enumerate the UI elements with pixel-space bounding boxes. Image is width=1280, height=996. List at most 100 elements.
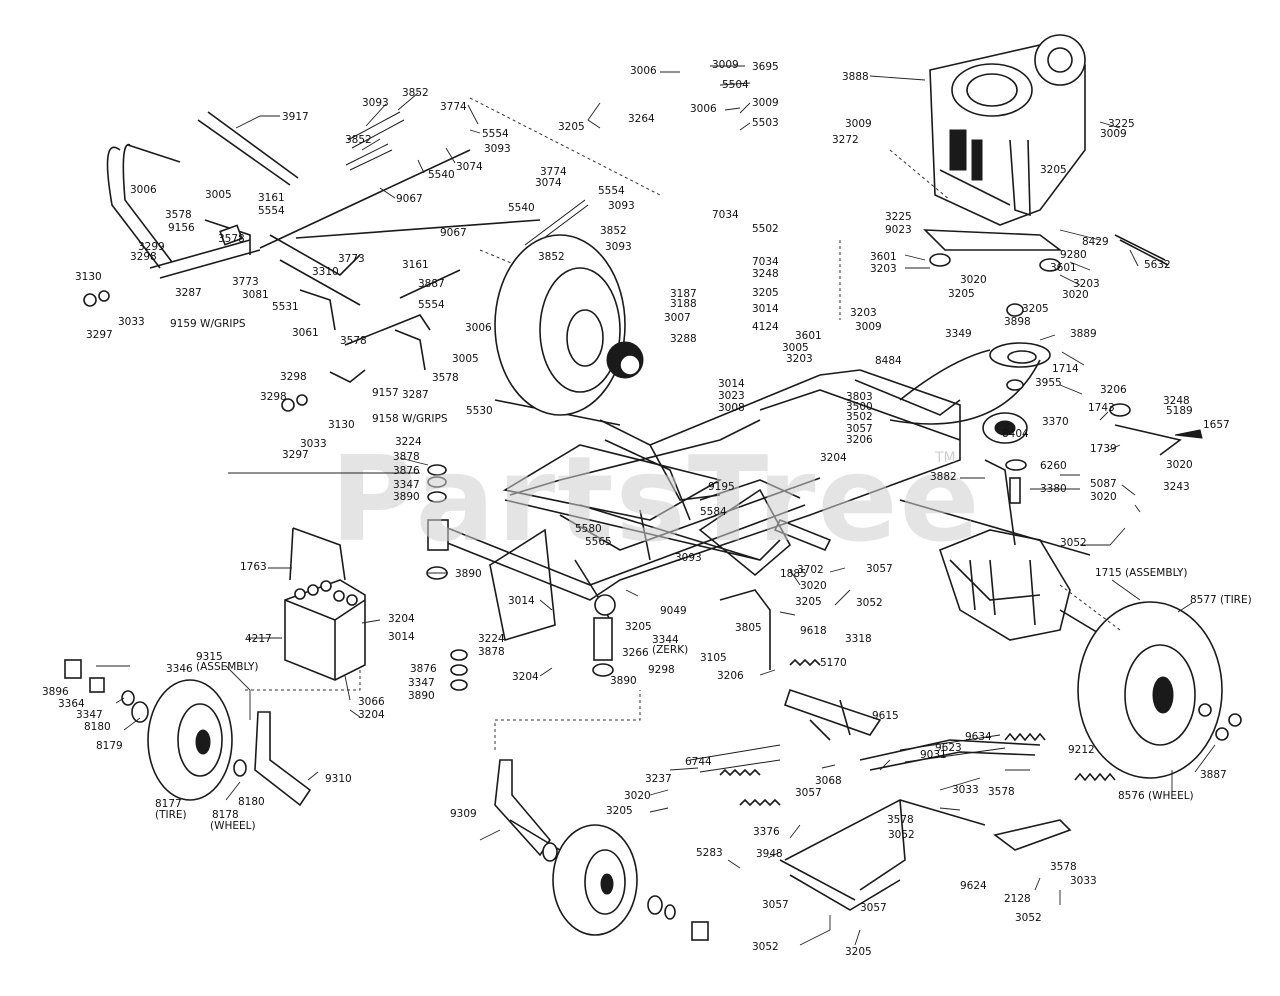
part-callout-c17[interactable]: 3298 xyxy=(130,251,157,263)
part-callout-c99[interactable]: 3203 xyxy=(850,307,877,319)
part-callout-c212[interactable]: 3578 xyxy=(1050,861,1077,873)
part-callout-c172[interactable]: 5170 xyxy=(820,657,847,669)
part-callout-c176[interactable]: 9315 xyxy=(196,651,223,663)
part-callout-c205[interactable]: 9309 xyxy=(450,808,477,820)
part-callout-c117[interactable]: 3020 xyxy=(1166,459,1193,471)
part-callout-c100[interactable]: 3009 xyxy=(855,321,882,333)
part-callout-c156[interactable]: 3205 xyxy=(625,621,652,633)
part-callout-c78[interactable]: 3008 xyxy=(718,402,745,414)
part-callout-c13[interactable]: 3161 xyxy=(258,192,285,204)
part-callout-c152[interactable]: 3014 xyxy=(508,595,535,607)
part-callout-c122[interactable]: 5087 xyxy=(1090,478,1117,490)
part-callout-c138[interactable]: 5580 xyxy=(575,523,602,535)
part-callout-c53[interactable]: 3093 xyxy=(605,241,632,253)
part-callout-c56[interactable]: 3205 xyxy=(558,121,585,133)
part-callout-c214[interactable]: 3033 xyxy=(1070,875,1097,887)
part-callout-c210[interactable]: 8576 (WHEEL) xyxy=(1118,790,1194,802)
part-callout-c3[interactable]: 3852 xyxy=(402,87,429,99)
part-callout-c139[interactable]: 5565 xyxy=(585,536,612,548)
part-callout-c66[interactable]: 5502 xyxy=(752,223,779,235)
part-callout-c182[interactable]: 8180 xyxy=(84,721,111,733)
part-callout-c142[interactable]: 3890 xyxy=(455,568,482,580)
part-callout-c141[interactable]: 1763 xyxy=(240,561,267,573)
part-callout-c81[interactable]: 3272 xyxy=(832,134,859,146)
part-callout-c49[interactable]: 3093 xyxy=(608,200,635,212)
part-callout-c162[interactable]: 9618 xyxy=(800,625,827,637)
part-callout-c96[interactable]: 3203 xyxy=(1073,278,1100,290)
part-callout-c207[interactable]: 3948 xyxy=(756,848,783,860)
part-callout-c92[interactable]: 3020 xyxy=(960,274,987,286)
part-callout-c105[interactable]: 3203 xyxy=(786,353,813,365)
part-callout-c216[interactable]: 3057 xyxy=(762,899,789,911)
part-callout-c164[interactable]: 3105 xyxy=(700,652,727,664)
part-callout-c60[interactable]: 3695 xyxy=(752,61,779,73)
part-callout-c12[interactable]: 3005 xyxy=(205,189,232,201)
part-callout-c160[interactable]: (ZERK) xyxy=(652,644,688,656)
part-callout-c85[interactable]: 3225 xyxy=(885,211,912,223)
part-callout-c196[interactable]: 3052 xyxy=(888,829,915,841)
part-callout-c94[interactable]: 3601 xyxy=(1050,262,1077,274)
part-callout-c191[interactable]: 3068 xyxy=(815,775,842,787)
part-callout-c28[interactable]: 9159 W/GRIPS xyxy=(170,318,246,330)
part-callout-c20[interactable]: 3773 xyxy=(232,276,259,288)
part-callout-c34[interactable]: 3033 xyxy=(300,438,327,450)
part-callout-c86[interactable]: 9023 xyxy=(885,224,912,236)
part-callout-c194[interactable]: 3578 xyxy=(988,786,1015,798)
part-callout-c181[interactable]: 3347 xyxy=(76,709,103,721)
part-callout-c184[interactable]: 9615 xyxy=(872,710,899,722)
part-callout-c149[interactable]: 1715 (ASSEMBLY) xyxy=(1095,567,1188,579)
part-callout-c163[interactable]: 3318 xyxy=(845,633,872,645)
part-callout-c4[interactable]: 3774 xyxy=(440,101,467,113)
part-callout-c11[interactable]: 3006 xyxy=(130,184,157,196)
part-callout-c145[interactable]: 3020 xyxy=(800,580,827,592)
part-callout-c190[interactable]: 3237 xyxy=(645,773,672,785)
part-callout-c32[interactable]: 3298 xyxy=(260,391,287,403)
part-callout-c76[interactable]: 3014 xyxy=(718,378,745,390)
part-callout-c192[interactable]: 3057 xyxy=(795,787,822,799)
part-callout-c88[interactable]: 9280 xyxy=(1060,249,1087,261)
part-callout-c91[interactable]: 3203 xyxy=(870,263,897,275)
part-callout-c187[interactable]: 9623 xyxy=(935,742,962,754)
part-callout-c61[interactable]: 5504 xyxy=(722,79,749,91)
part-callout-c143[interactable]: 1885 xyxy=(780,568,807,580)
part-callout-c43[interactable]: 3773 xyxy=(338,253,365,265)
part-callout-c67[interactable]: 7034 xyxy=(752,256,779,268)
part-callout-c167[interactable]: 3347 xyxy=(408,677,435,689)
part-callout-c33[interactable]: 3130 xyxy=(328,419,355,431)
part-callout-c132[interactable]: 3224 xyxy=(395,436,422,448)
part-callout-c146[interactable]: 3057 xyxy=(866,563,893,575)
part-callout-c213[interactable]: 2128 xyxy=(1004,893,1031,905)
part-callout-c7[interactable]: 3093 xyxy=(484,143,511,155)
part-callout-c57[interactable]: 3264 xyxy=(628,113,655,125)
part-callout-c69[interactable]: 3205 xyxy=(752,287,779,299)
part-callout-c183[interactable]: 8179 xyxy=(96,740,123,752)
part-callout-c37[interactable]: 9157 xyxy=(372,387,399,399)
part-callout-c8[interactable]: 3074 xyxy=(456,161,483,173)
part-callout-c63[interactable]: 3009 xyxy=(752,97,779,109)
part-callout-c127[interactable]: 3502 xyxy=(846,411,873,423)
part-callout-c9[interactable]: 5540 xyxy=(428,169,455,181)
part-callout-c178[interactable]: 3346 xyxy=(166,663,193,675)
part-callout-c97[interactable]: 3205 xyxy=(1022,303,1049,315)
part-callout-c102[interactable]: 3889 xyxy=(1070,328,1097,340)
part-callout-c133[interactable]: 3878 xyxy=(393,451,420,463)
part-callout-c51[interactable]: 3852 xyxy=(600,225,627,237)
part-callout-c219[interactable]: 3205 xyxy=(845,946,872,958)
part-callout-c84[interactable]: 3205 xyxy=(1040,164,1067,176)
part-callout-c195[interactable]: 3578 xyxy=(887,814,914,826)
part-callout-c30[interactable]: 3578 xyxy=(340,335,367,347)
part-callout-c166[interactable]: 3876 xyxy=(410,663,437,675)
part-callout-c173[interactable]: 3206 xyxy=(717,670,744,682)
part-callout-c112[interactable]: 5189 xyxy=(1166,405,1193,417)
part-callout-c128[interactable]: 3057 xyxy=(846,423,873,435)
part-callout-c198[interactable]: 3205 xyxy=(606,805,633,817)
part-callout-c144[interactable]: 3702 xyxy=(797,564,824,576)
part-callout-c110[interactable]: 3248 xyxy=(1163,395,1190,407)
part-callout-c136[interactable]: 3890 xyxy=(393,491,420,503)
part-callout-c109[interactable]: 3206 xyxy=(1100,384,1127,396)
part-callout-c129[interactable]: 3206 xyxy=(846,434,873,446)
part-callout-c21[interactable]: 3130 xyxy=(75,271,102,283)
part-callout-c126[interactable]: 3500 xyxy=(846,401,873,413)
part-callout-c98[interactable]: 3898 xyxy=(1004,316,1031,328)
part-callout-c118[interactable]: 6260 xyxy=(1040,460,1067,472)
